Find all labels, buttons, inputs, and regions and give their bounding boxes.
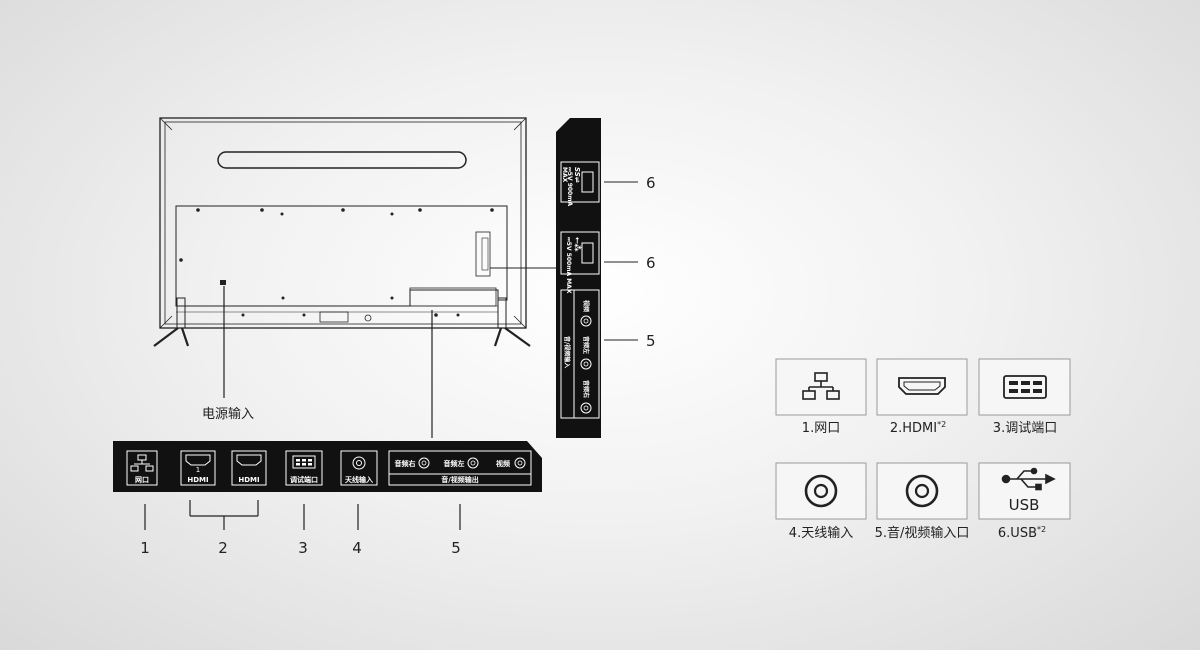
legend-label: 5.音/视频输入口 <box>875 525 970 541</box>
legend-item-network: 1.网口 <box>775 358 867 436</box>
usb2-socket-icon <box>581 242 594 264</box>
av-output-group-label: 音/视频输出 <box>441 475 479 484</box>
hdmi-icon <box>185 454 211 466</box>
av-in-audio-right-label: 音频右 <box>582 380 590 398</box>
legend-label: 4.天线输入 <box>789 525 853 541</box>
power-input-label: 电源输入 <box>202 406 254 422</box>
port-debug-label: 调试端口 <box>290 475 318 484</box>
port-antenna: 天线输入 <box>340 450 378 486</box>
port-network-label: 网口 <box>135 476 149 484</box>
bottom-port-panel <box>113 441 542 492</box>
av-out-audio-left-jack-icon <box>467 457 479 469</box>
usb2-rating: ⎓5V 500mA MAX <box>565 237 572 294</box>
debug-port-icon <box>292 455 316 469</box>
port-av-input-group: 视频 音频左 音频右 音/视频输入 <box>560 289 600 419</box>
legend-label: 6.USB*2 <box>998 525 1046 541</box>
usb3-ss-logo: SS⇌ <box>573 167 581 183</box>
av-out-video-label: 视频 <box>496 459 510 468</box>
callout-number: 1 <box>140 539 150 557</box>
legend: 1.网口 2.HDMI*2 3.调试端口 4.天线输入 <box>775 358 1071 541</box>
usb3-rating-line1: ⎓5V 900mA <box>566 167 573 206</box>
legend-item-hdmi: 2.HDMI*2 <box>876 358 968 436</box>
usb-icon <box>1001 467 1056 491</box>
callout-number: 5 <box>646 332 656 350</box>
hdmi-1-index: 1 <box>196 466 200 474</box>
network-icon <box>130 454 154 472</box>
callout-number: 5 <box>451 539 461 557</box>
legend-item-usb: USB 6.USB*2 <box>978 462 1071 541</box>
port-hdmi-2-label: HDMI <box>238 476 259 484</box>
port-hdmi-1-label: HDMI <box>187 476 208 484</box>
antenna-coax-icon <box>804 474 838 508</box>
legend-item-antenna: 4.天线输入 <box>775 462 867 541</box>
av-coax-icon <box>905 474 939 508</box>
port-debug: 调试端口 <box>285 450 323 486</box>
av-in-video-jack-icon <box>580 315 592 327</box>
network-icon <box>802 372 840 400</box>
legend-item-debug-port: 3.调试端口 <box>978 358 1071 436</box>
legend-label: 1.网口 <box>802 421 840 436</box>
av-in-audio-left-jack-icon <box>580 358 592 370</box>
hdmi-icon <box>236 454 262 466</box>
port-network: 网口 <box>126 450 158 486</box>
side-port-panel <box>556 118 601 438</box>
callout-number: 3 <box>298 539 308 557</box>
screw-holes <box>179 208 494 317</box>
callout-number: 2 <box>218 539 228 557</box>
port-antenna-label: 天线输入 <box>345 475 373 484</box>
port-hdmi-2: HDMI <box>231 450 267 486</box>
callout-number: 6 <box>646 254 656 272</box>
port-av-output-group: 音频右 音频左 视频 音/视频输出 <box>388 450 532 486</box>
hdmi-icon <box>898 377 946 395</box>
callout-number: 4 <box>352 539 362 557</box>
port-hdmi-1: 1 HDMI <box>180 450 216 486</box>
usb3-socket-icon <box>581 171 594 193</box>
usb-icon-text: USB <box>1009 496 1040 514</box>
bottom-callout-leaders <box>144 500 461 530</box>
callout-number: 6 <box>646 174 656 192</box>
side-callout-leaders <box>604 181 638 341</box>
av-out-audio-left-label: 音频左 <box>444 459 465 468</box>
antenna-coax-icon <box>352 456 366 470</box>
debug-port-icon <box>1003 375 1047 399</box>
av-in-audio-left-label: 音频左 <box>582 336 590 354</box>
port-usb3: SS⇌ ⎓5V 900mA MAX <box>560 161 600 206</box>
legend-label: 3.调试端口 <box>993 421 1057 436</box>
port-usb2: ⭠⁂ ⎓5V 500mA MAX <box>560 231 600 294</box>
tv-back <box>153 117 531 347</box>
av-in-audio-right-jack-icon <box>580 402 592 414</box>
av-out-audio-right-jack-icon <box>418 457 430 469</box>
usb-trident-icon: ⭠⁂ <box>573 237 583 252</box>
av-out-audio-right-label: 音频右 <box>395 459 416 468</box>
av-in-video-label: 视频 <box>582 300 590 312</box>
legend-label: 2.HDMI*2 <box>890 420 946 436</box>
av-out-video-jack-icon <box>514 457 526 469</box>
av-input-group-label: 音/视频输入 <box>563 336 571 368</box>
legend-item-av: 5.音/视频输入口 <box>875 462 970 541</box>
usb3-rating-line2: MAX <box>561 167 568 183</box>
